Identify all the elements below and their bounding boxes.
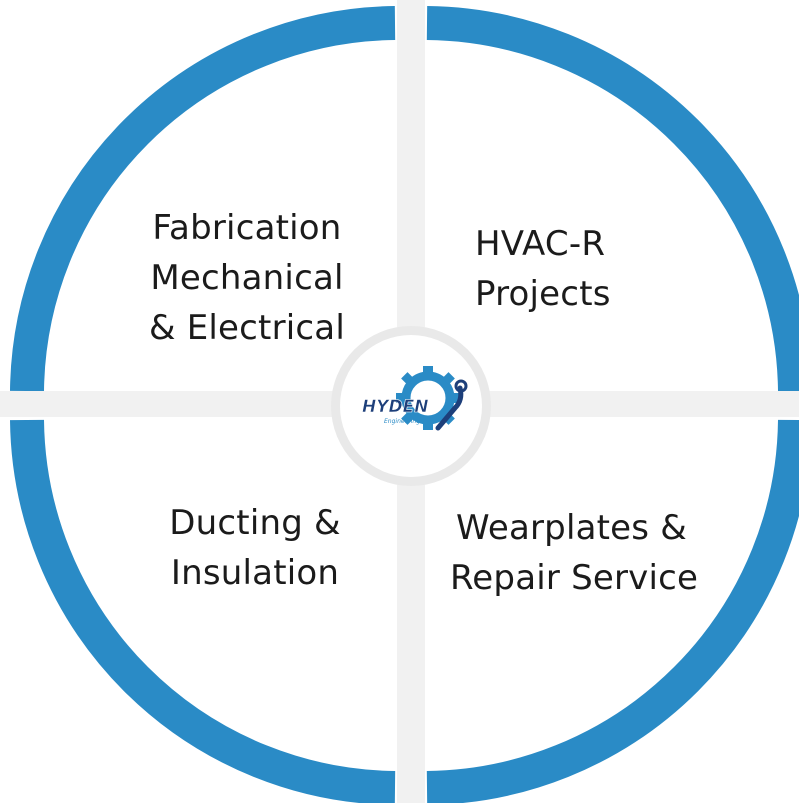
quadrant-text-line: Repair Service xyxy=(450,558,699,598)
outer-ring xyxy=(10,6,799,803)
ring-segment-bottom-left xyxy=(10,419,396,803)
quadrant-text-line: Projects xyxy=(475,274,611,314)
quadrant-text-line: Ducting & xyxy=(169,503,341,543)
ring-segment-bottom-right xyxy=(426,419,799,803)
logo-wordmark: HYDEN xyxy=(362,397,429,417)
quadrant-text-line: Insulation xyxy=(170,553,340,593)
quadrant-bottom-right-label: Wearplates & Repair Service xyxy=(450,503,750,603)
quadrant-text-line: HVAC-R xyxy=(475,224,606,264)
quadrant-top-right-label: HVAC-R Projects xyxy=(475,219,675,319)
quadrant-bottom-left-label: Ducting & Insulation xyxy=(135,498,375,598)
quadrant-text-line: Fabrication xyxy=(152,208,342,248)
quadrant-text-line: Mechanical xyxy=(150,258,344,298)
logo-tagline: Engineering xyxy=(384,418,420,425)
hyden-logo: HYDEN Engineering xyxy=(362,366,468,431)
quadrant-text-line: & Electrical xyxy=(149,308,345,348)
ring-segment-top-left xyxy=(10,6,396,392)
quadrant-top-left-label: Fabrication Mechanical & Electrical xyxy=(112,203,382,353)
quadrant-text-line: Wearplates & xyxy=(456,508,687,548)
wrench-icon xyxy=(435,379,468,431)
ring-segment-top-right xyxy=(426,6,799,392)
